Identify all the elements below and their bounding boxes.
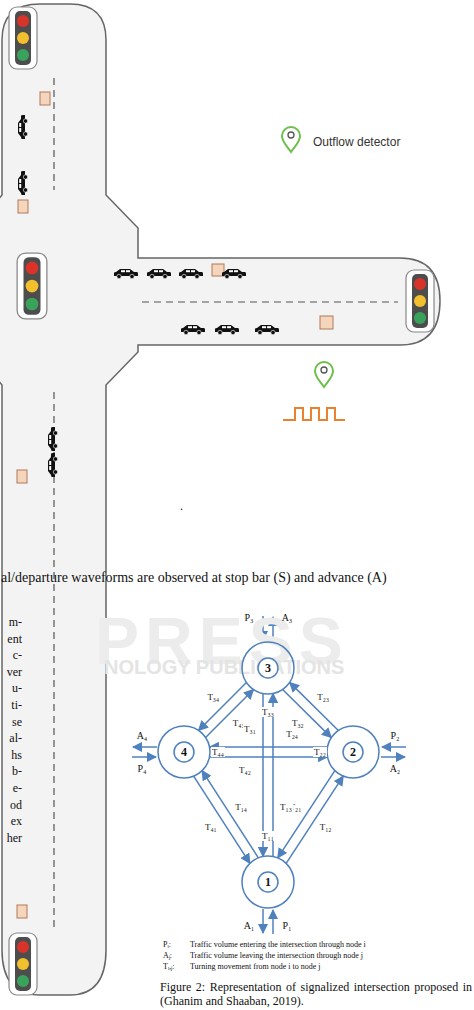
text-label: c-: [13, 649, 22, 663]
text-label: P₁: [282, 920, 291, 932]
text-label: se: [12, 716, 22, 730]
text-label: P₂: [390, 730, 399, 742]
text-label: Turning movement from node i to node j: [190, 962, 321, 971]
turning-arrow: [199, 683, 247, 731]
text-label: al/departure waveforms are observed at s…: [1, 570, 387, 586]
text-label: T₂₂: [313, 747, 327, 757]
node-number: 2: [326, 725, 380, 779]
edge-label: T₂₄: [285, 729, 299, 739]
text-label: ver: [7, 666, 22, 680]
text-label: P₄: [137, 763, 146, 775]
edge-label: T₂₃: [316, 692, 330, 702]
text-label: Traffic volume leaving the intersection …: [190, 951, 363, 960]
text-label: al-: [9, 732, 22, 746]
edge-label: T₄₁: [204, 822, 218, 832]
text-label: T₄₄: [211, 747, 225, 757]
text-label: u-: [12, 682, 22, 696]
node-number: 4: [157, 725, 211, 779]
text-label: A₄: [137, 730, 148, 742]
text-label: her: [7, 832, 22, 846]
intersection-node: 3: [241, 641, 295, 695]
text-label: ex: [11, 815, 22, 829]
intersection-node: 4: [157, 725, 211, 779]
text-label: Pᵢ:: [163, 940, 171, 949]
turning-arrow: [210, 756, 328, 758]
edge-label: T₃₁: [243, 724, 257, 734]
text-label: .: [180, 500, 183, 514]
intersection-node: 2: [326, 725, 380, 779]
intersection-node: 1: [241, 855, 295, 909]
figure-caption: Figure 2: Representation of signalized i…: [160, 980, 472, 1008]
text-label: A₃: [282, 612, 293, 624]
text-label: hs: [11, 749, 22, 763]
text-label: A₁: [244, 920, 255, 932]
text-label: b-: [12, 765, 22, 779]
text-label: A₂: [390, 763, 401, 775]
edge-label: T₄₂: [238, 765, 252, 775]
text-label: e-: [13, 782, 22, 796]
text-label: Traffic volume entering the intersection…: [190, 940, 366, 949]
text-label: Outflow detector: [313, 136, 400, 150]
text-label: ent: [7, 633, 22, 647]
text-label: Aⱼ:: [163, 951, 172, 960]
node-number: 1: [241, 855, 295, 909]
watermark: NOLOGY PUBLICATIONS: [104, 656, 344, 679]
text-label: T₃₃: [261, 707, 275, 717]
turning-arrow: [194, 776, 250, 863]
edge-label: T₁₄: [234, 802, 248, 812]
text-label: m-: [9, 616, 22, 630]
text-label: T₁₁: [261, 831, 275, 841]
edge-label: T₁₃: [279, 802, 293, 812]
turning-arrow: [210, 746, 328, 748]
node-number: 3: [241, 641, 295, 695]
edge-label: T₃₄: [206, 692, 220, 702]
text-label: P₃: [244, 612, 253, 624]
turning-arrow: [286, 776, 343, 863]
turning-arrow: [290, 682, 339, 730]
edge-label: T₁₂: [319, 822, 333, 832]
text-label: Tᵢ,ⱼ:: [163, 962, 174, 971]
turning-arrow: [202, 771, 258, 858]
text-label: od: [10, 799, 22, 813]
turning-arrow: [278, 771, 335, 858]
edge-label: T₃₂: [291, 718, 305, 728]
text-label: ti-: [11, 699, 22, 713]
